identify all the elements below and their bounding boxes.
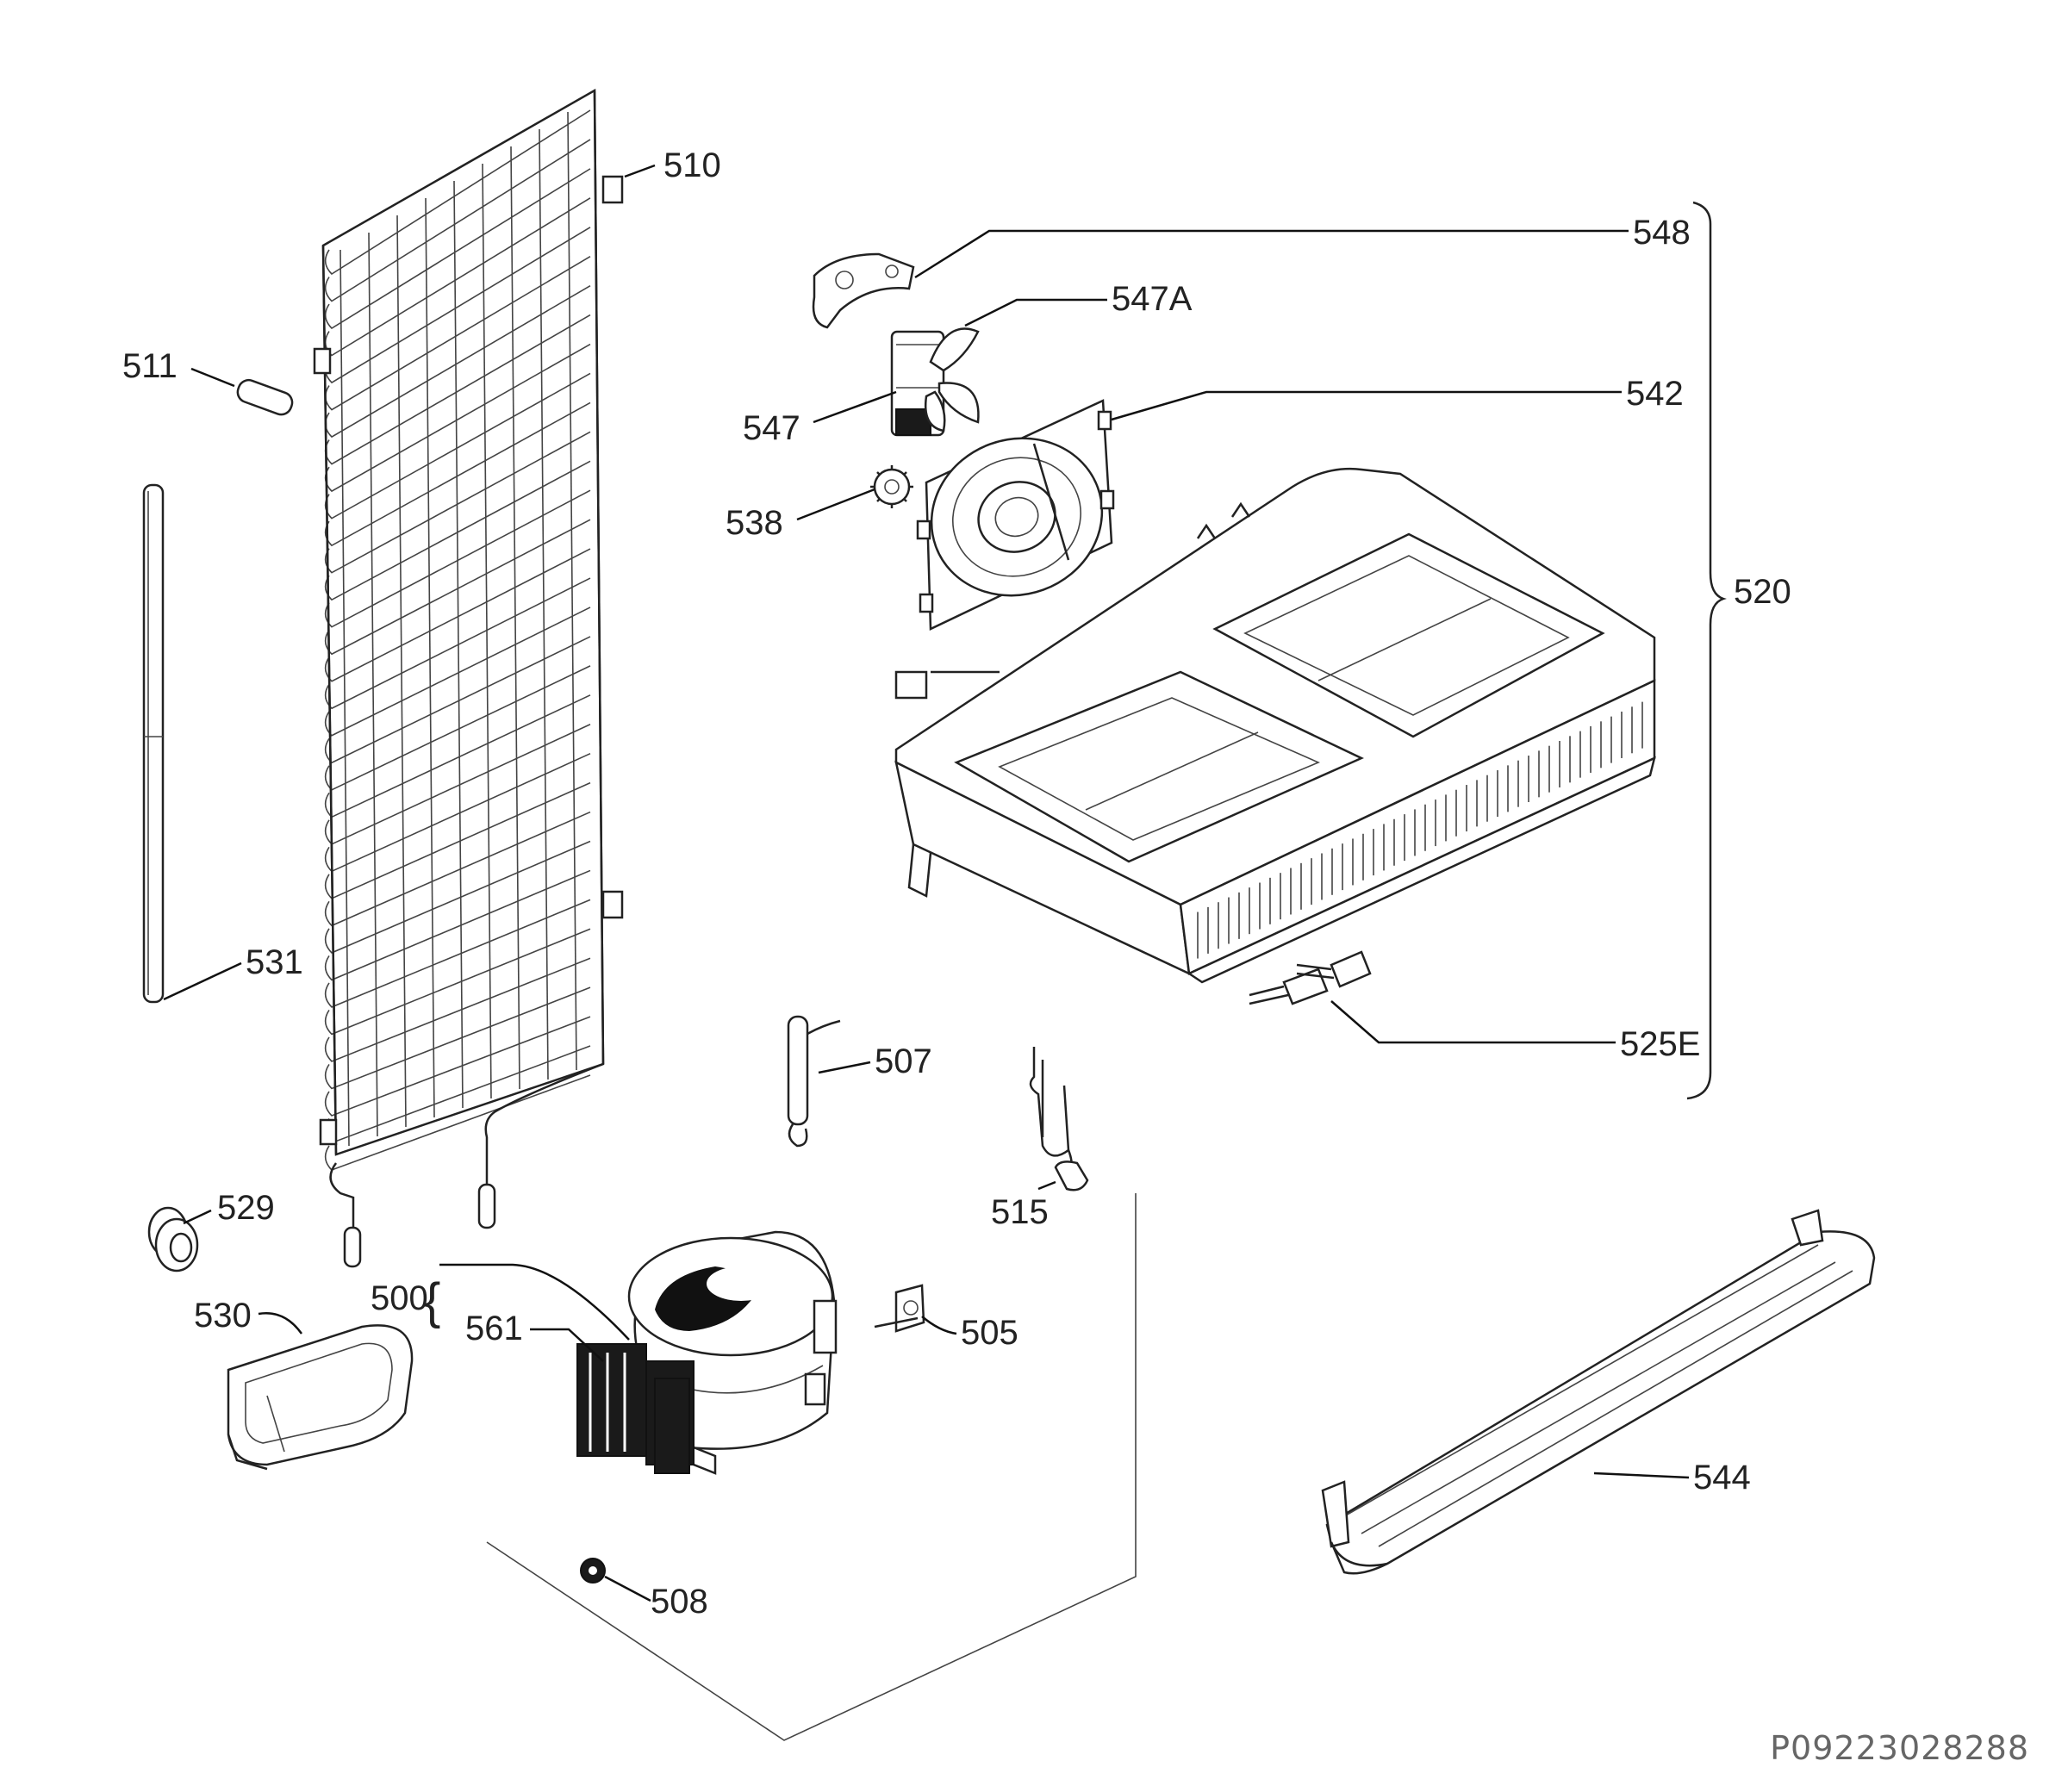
grommet-part [147,1206,199,1272]
fan-blade-part [924,327,980,432]
coil-wire [425,197,435,1118]
label-548: 548 [1633,214,1691,252]
label-507: 507 [875,1042,932,1080]
label-510: 510 [663,146,721,184]
connector-parts [1249,950,1372,1005]
fan-cover-clip-part [812,252,915,329]
coil-loop [324,928,591,1036]
coil-wire [482,163,492,1099]
label-544: 544 [1693,1459,1751,1496]
drain-tube-part [236,378,294,416]
document-id: P09223028288 [1770,1729,2029,1767]
leader-lines [163,164,1690,1602]
label-511: 511 [122,347,178,385]
coil-loop [324,636,591,764]
coil-wire [453,180,464,1109]
evaporator-cover-assembly [894,467,1656,984]
coil-wire [567,111,577,1071]
coil-loop [324,607,591,737]
coil-loop [324,168,591,330]
gear-part [870,465,913,508]
coil-wire [368,232,378,1137]
coil-loop [324,1016,591,1117]
assembly-brace [1686,201,1727,1100]
label-500: 500 [371,1279,428,1317]
label-547: 547 [743,409,800,447]
coil-loop [324,139,591,302]
compressor-base-outline [486,1193,1137,1741]
coil-loop [324,840,591,954]
label-529: 529 [217,1189,275,1227]
label-530: 530 [194,1297,252,1335]
coil-wire [539,128,549,1080]
long-rod-part [142,483,165,1004]
label-531: 531 [246,943,303,981]
clip-part [874,1284,925,1333]
starter-relay-part [576,1343,695,1474]
fan-housing-part [916,399,1115,631]
coil-loop [324,548,591,682]
thermal-sensor-part [787,1015,841,1148]
label-515: 515 [991,1193,1049,1231]
label-561: 561 [465,1310,523,1347]
coil-loop [324,577,591,710]
coil-loop [324,957,591,1062]
drip-tray-part [227,1324,414,1471]
part-labels: 510 511 531 529 530 500 { 561 508 505 50… [122,146,1791,1621]
label-542: 542 [1626,375,1684,413]
coil-loop [324,197,591,357]
coil-wire [339,249,350,1147]
label-505: 505 [961,1314,1018,1352]
power-cord-part [1029,1047,1089,1192]
door-bar-part [1321,1209,1876,1575]
coil-loop [324,986,591,1090]
nut-part [580,1558,606,1584]
label-508: 508 [651,1583,708,1621]
label-547A: 547A [1112,280,1193,318]
coil-wire [510,146,520,1090]
condenser-coil [313,88,624,1268]
label-520: 520 [1734,573,1791,611]
label-525E: 525E [1620,1025,1700,1063]
coil-loop [324,899,591,1008]
coil-wire [396,215,407,1128]
label-500-brace: { [424,1273,440,1329]
label-538: 538 [726,504,783,542]
coil-loop [324,109,591,276]
coil-loop [324,869,591,981]
